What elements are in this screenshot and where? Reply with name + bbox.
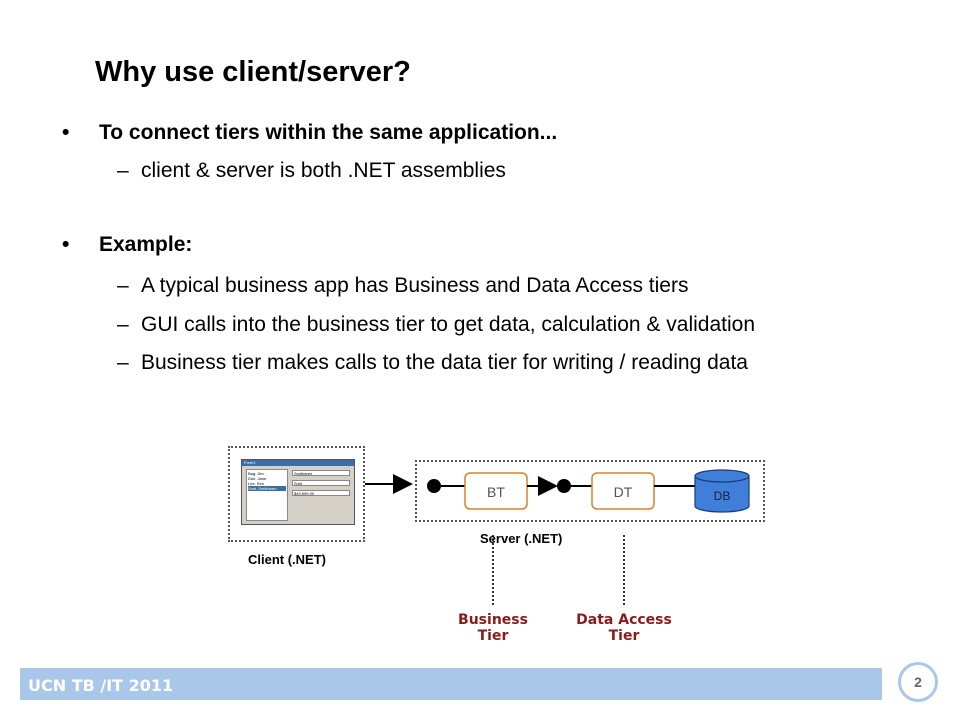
server-box xyxy=(415,460,765,522)
mini-list-item: Doe, Jane xyxy=(248,476,267,481)
bt-label: BT xyxy=(487,484,505,500)
sub-bullet-marker: – xyxy=(117,159,129,182)
sub-bullet-text: A typical business app has Business and … xyxy=(141,274,689,297)
bt-interface-dot xyxy=(427,479,441,493)
data-tier-line2: Tier xyxy=(608,628,640,644)
dt-interface-dot xyxy=(557,479,571,493)
business-tier-line2: Tier xyxy=(477,628,509,644)
mini-window-title: Form1 xyxy=(242,460,354,466)
sub-bullet-marker: – xyxy=(117,351,129,374)
db-label: DB xyxy=(714,489,731,503)
bt-box xyxy=(464,472,528,510)
bullet-marker: • xyxy=(62,121,70,144)
mini-list-item: Bag, Jim xyxy=(248,471,264,476)
mini-list-item: Lee, Kim xyxy=(248,481,264,486)
bullet-text: To connect tiers within the same applica… xyxy=(99,121,558,144)
client-box xyxy=(228,446,365,542)
sub-bullet-text: client & server is both .NET assemblies xyxy=(141,159,506,182)
data-tier-line1: Data Access xyxy=(576,612,672,628)
footer-bar xyxy=(20,668,882,700)
mini-list-item-selected: Smit, Smitharen xyxy=(248,486,286,491)
mini-field: $49,999.00 xyxy=(292,490,350,496)
client-label: Client (.NET) xyxy=(248,552,326,567)
business-tier-label: Business Tier xyxy=(448,612,538,644)
sub-bullet-text: GUI calls into the business tier to get … xyxy=(141,313,756,336)
slide-title: Why use client/server? xyxy=(95,56,411,88)
client-app-thumbnail: Form1 Bag, Jim Doe, Jane Lee, Kim Smit, … xyxy=(241,459,355,525)
dt-label: DT xyxy=(614,484,633,500)
bullet-text: Example: xyxy=(99,233,193,256)
sub-bullet-marker: – xyxy=(117,313,129,336)
bullet-marker: • xyxy=(62,233,70,256)
mini-list: Bag, Jim Doe, Jane Lee, Kim Smit, Smitha… xyxy=(246,469,288,521)
sub-bullet-text: Business tier makes calls to the data ti… xyxy=(141,351,748,374)
server-label: Server (.NET) xyxy=(480,531,563,546)
page-number: 2 xyxy=(898,662,938,702)
mini-field: Smitharen xyxy=(292,470,350,476)
sub-bullet-marker: – xyxy=(117,274,129,297)
db-cylinder-top xyxy=(694,469,750,483)
mini-field: Smit xyxy=(292,480,350,486)
dt-box xyxy=(591,472,655,510)
footer-text: UCN TB /IT 2011 xyxy=(28,676,174,695)
business-tier-line1: Business xyxy=(458,612,528,628)
data-tier-label: Data Access Tier xyxy=(566,612,682,644)
db-cylinder-body xyxy=(694,476,750,513)
